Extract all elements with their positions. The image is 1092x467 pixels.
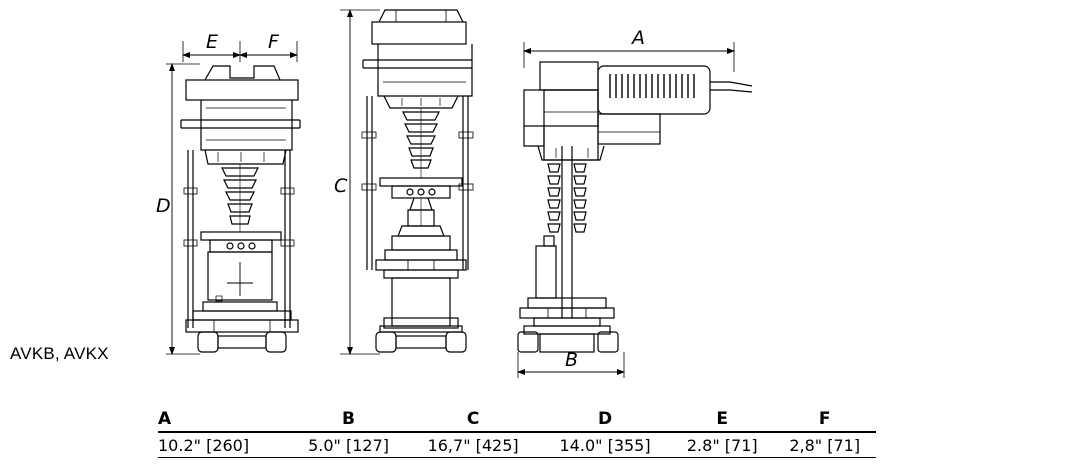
table-header-row: A B C D E F — [158, 409, 876, 433]
dimension-label-a: A — [630, 27, 645, 49]
table-row: 10.2" [260] 5.0" [127] 16,7" [425] 14.0"… — [158, 432, 876, 458]
model-label: AVKB, AVKX — [10, 344, 109, 363]
view-front-tall — [340, 9, 474, 355]
technical-drawing: E F D C A B — [156, 9, 753, 378]
dimension-label-e: E — [206, 31, 218, 53]
dimension-label-c: C — [334, 175, 348, 197]
dimension-label-d: D — [156, 195, 171, 217]
table-cell-f: 2,8" [71] — [773, 432, 876, 458]
view-front-short — [166, 41, 301, 355]
table-header-d: D — [539, 409, 672, 433]
dimension-label-b: B — [565, 349, 578, 371]
table-cell-e: 2.8" [71] — [671, 432, 774, 458]
table-header-b: B — [289, 409, 408, 433]
table-cell-b: 5.0" [127] — [289, 432, 408, 458]
table-header-a: A — [158, 409, 290, 433]
table-cell-a: 10.2" [260] — [158, 432, 290, 458]
table-header-c: C — [407, 409, 540, 433]
table-cell-c: 16,7" [425] — [407, 432, 540, 458]
table-header-f: F — [773, 409, 876, 433]
table-header-e: E — [671, 409, 774, 433]
table-cell-d: 14.0" [355] — [539, 432, 672, 458]
dimension-table: A B C D E F 10.2" [260] 5.0" [127] 16,7"… — [158, 409, 876, 458]
view-side — [517, 42, 753, 378]
dimension-label-f: F — [268, 31, 280, 53]
